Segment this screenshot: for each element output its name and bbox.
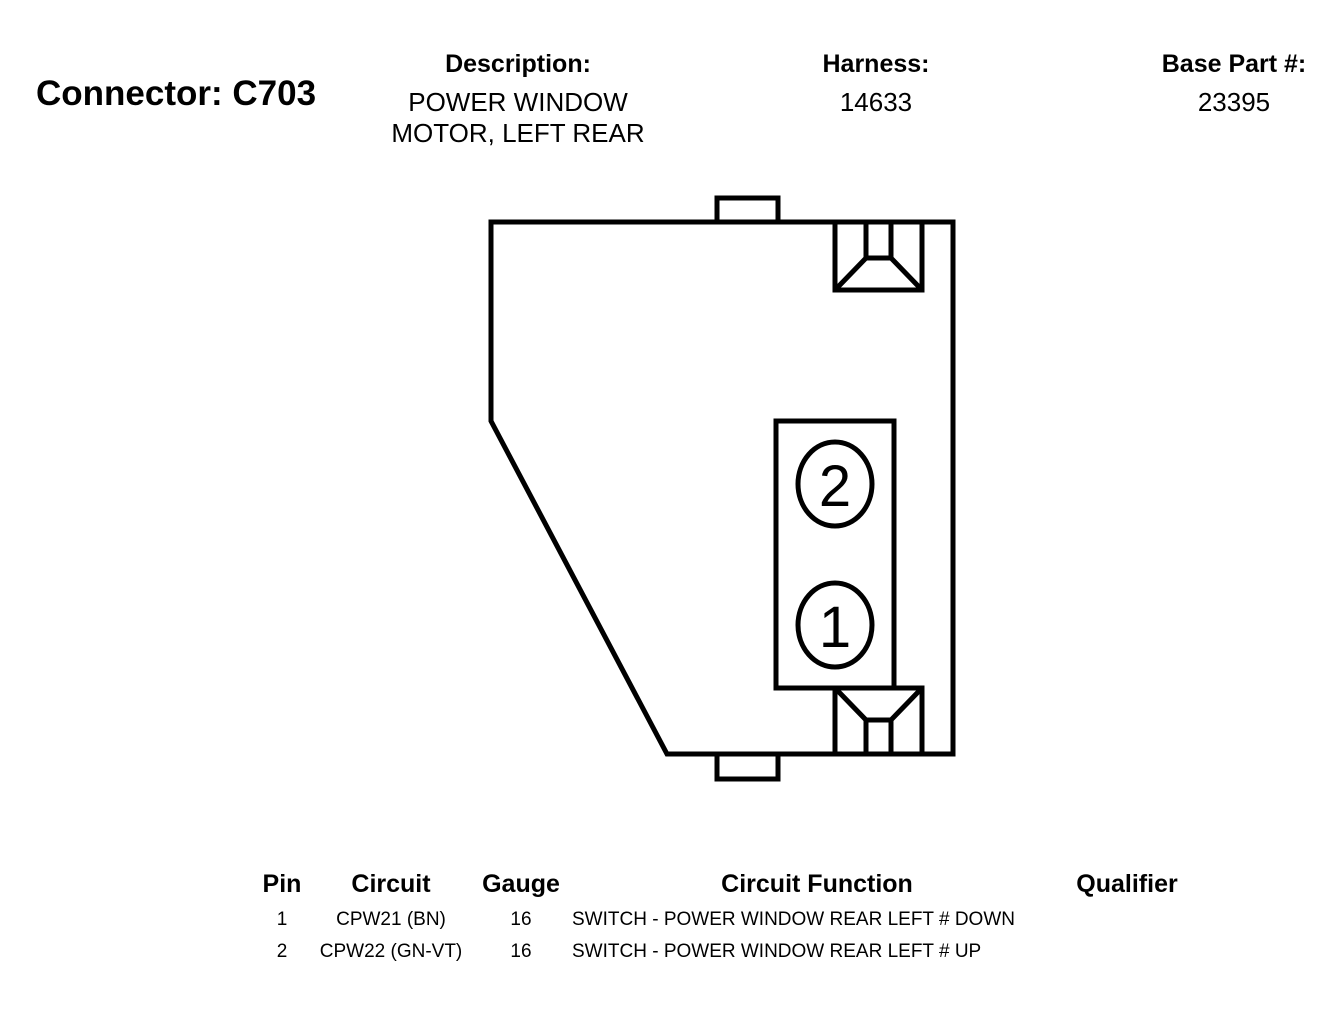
- table-row-2-circuit-function: SWITCH - POWER WINDOW REAR LEFT # UP: [572, 941, 982, 962]
- table-header-qualifier: Qualifier: [1076, 870, 1178, 898]
- table-row-2-pin: 2: [276, 941, 288, 962]
- top-latch-tab: [714, 195, 781, 225]
- pin-1-circle: [795, 580, 875, 670]
- base-part-value: 23395: [1197, 87, 1271, 117]
- pin-cavity-block: [773, 418, 897, 691]
- harness-label: Harness:: [822, 50, 930, 78]
- table-row-1-gauge: 16: [510, 909, 532, 930]
- description-label: Description:: [445, 50, 591, 78]
- description-line-2: MOTOR, LEFT REAR: [391, 118, 645, 148]
- table-header-circuit: Circuit: [351, 870, 431, 898]
- table-row-1-pin: 1: [276, 909, 288, 930]
- table-row-1-circuit-function: SWITCH - POWER WINDOW REAR LEFT # DOWN: [572, 909, 1015, 930]
- top-lock-feature: [832, 219, 925, 293]
- table-row-1-circuit: CPW21 (BN): [336, 909, 446, 930]
- connector-housing-outline: [488, 219, 956, 757]
- table-header-gauge: Gauge: [482, 870, 560, 898]
- table-row-2-gauge: 16: [510, 941, 532, 962]
- pin-2-label: 2: [819, 454, 851, 519]
- bottom-latch-tab: [714, 751, 781, 782]
- table-header-circuit-function: Circuit Function: [721, 870, 913, 898]
- table-row-2-circuit: CPW22 (GN-VT): [319, 941, 463, 962]
- bottom-lock-feature: [832, 685, 925, 757]
- description-line-1: POWER WINDOW: [408, 87, 628, 117]
- pin-2-circle: [795, 439, 875, 529]
- base-part-label: Base Part #:: [1161, 50, 1307, 78]
- harness-value: 14633: [839, 87, 913, 117]
- pin-1-label: 1: [819, 595, 851, 660]
- description-value: POWER WINDOW MOTOR, LEFT REAR: [370, 87, 666, 149]
- connector-title: Connector: C703: [36, 74, 317, 113]
- table-header-pin: Pin: [262, 870, 302, 898]
